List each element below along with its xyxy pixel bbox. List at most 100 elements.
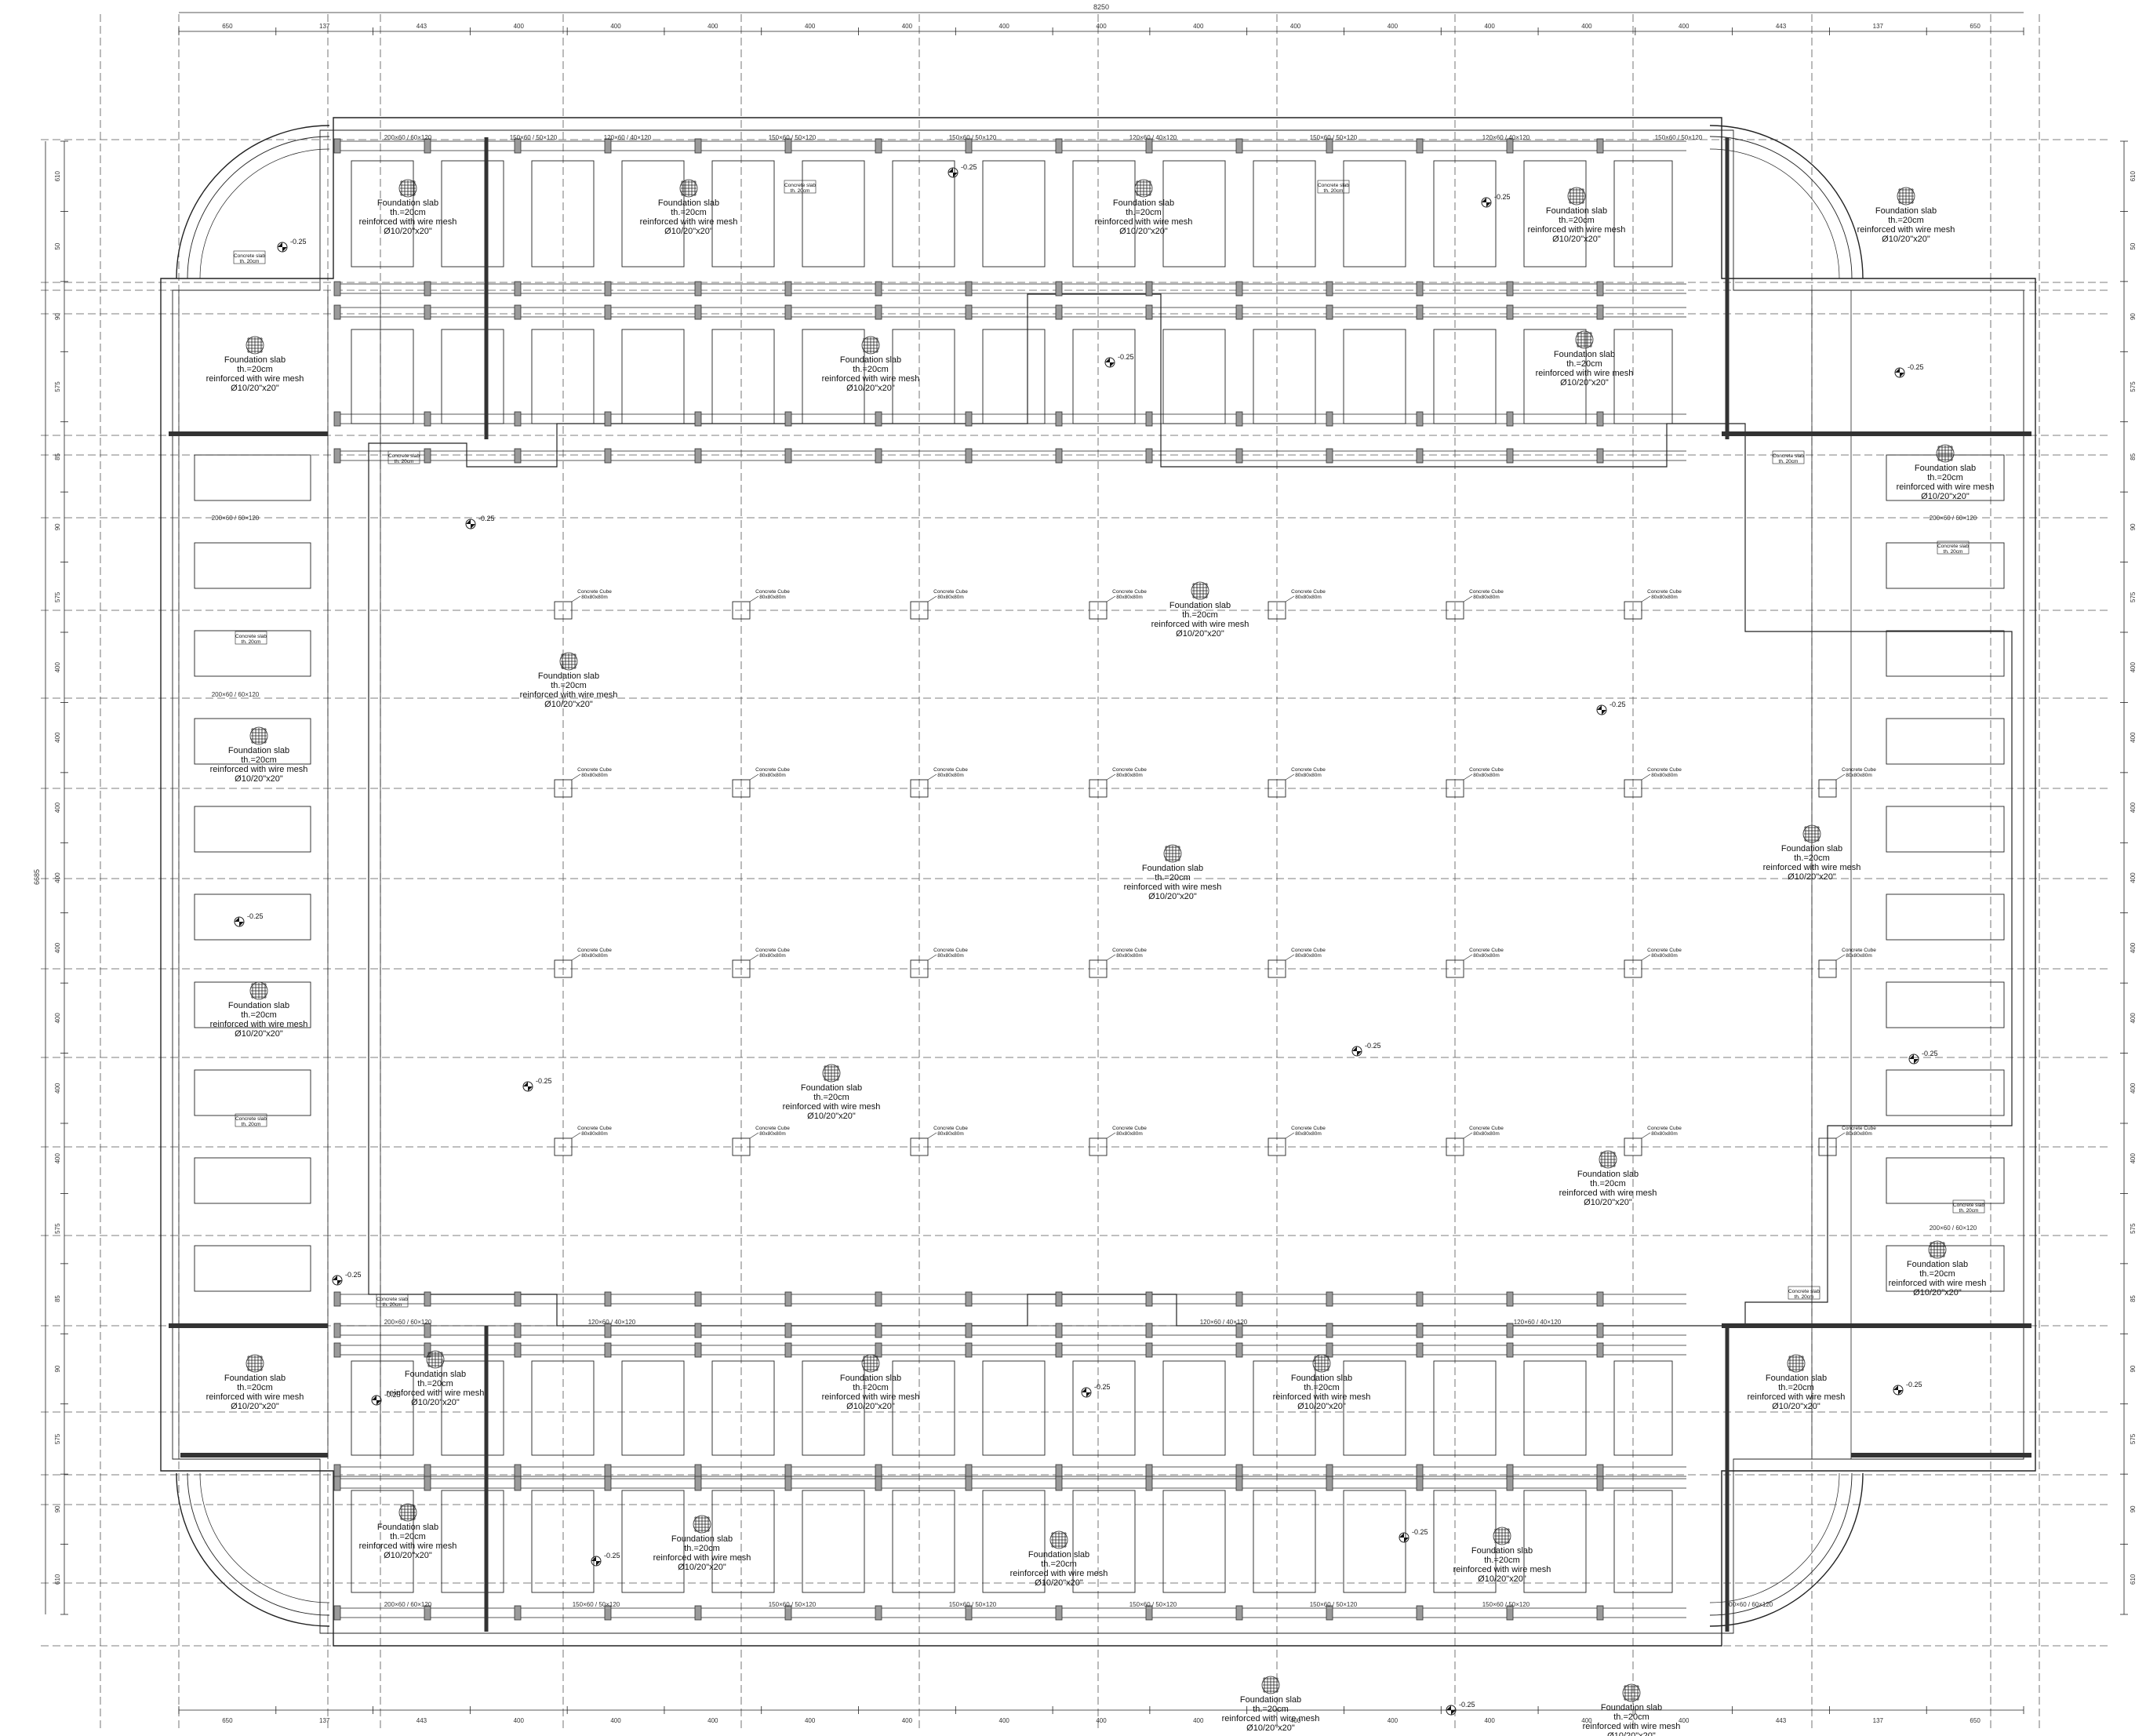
slab-label-line: Ø10/20"x20" xyxy=(235,774,283,784)
concrete-slab-callout-line: Concrete slab xyxy=(1937,544,1969,549)
slab-label-line: Ø10/20"x20" xyxy=(1913,1288,1962,1297)
column-pier xyxy=(424,304,431,320)
cube-label-line: Concrete Cube xyxy=(1647,767,1682,773)
level-marker-fill xyxy=(1446,1705,1456,1715)
corner-arc-wall xyxy=(176,125,330,279)
cube-leader xyxy=(1835,954,1846,961)
cube-label-line: 80x80x80m xyxy=(1116,773,1143,778)
slab-label-line: Foundation slab xyxy=(1875,206,1937,216)
slab-label-line: reinforced with wire mesh xyxy=(1095,217,1193,227)
dimension-value: 90 xyxy=(54,523,61,530)
slab-panel xyxy=(1343,1360,1406,1456)
slab-panel xyxy=(1162,1490,1226,1593)
column-pier xyxy=(1596,1476,1604,1491)
column-pier xyxy=(1416,1323,1424,1338)
dimension-value: 610 xyxy=(2130,1574,2137,1585)
slab-label-line: Ø10/20"x20" xyxy=(807,1112,856,1121)
cube-leader xyxy=(927,1132,937,1139)
slab-label-line: th.=20cm xyxy=(1559,216,1595,225)
slab-label-line: th.=20cm xyxy=(1182,610,1218,620)
mesh-circle xyxy=(1575,330,1594,349)
dimension-value: 650 xyxy=(222,1717,233,1724)
concrete-cube xyxy=(1446,779,1464,798)
cube-leader xyxy=(1463,773,1473,781)
column-pier xyxy=(604,1323,612,1338)
level-value: -0.25 xyxy=(1412,1528,1428,1536)
cube-label-line: Concrete Cube xyxy=(577,948,612,953)
slab-label-line: reinforced with wire mesh xyxy=(210,1020,308,1029)
dimension-value: 400 xyxy=(54,802,61,813)
cube-label-line: Concrete Cube xyxy=(1469,767,1504,773)
slab-panel xyxy=(1886,893,2005,941)
column-pier xyxy=(333,138,341,154)
beam-label: 150×60 / 50×120 xyxy=(949,134,997,141)
column-pier xyxy=(784,1342,792,1358)
slab-label-line: Foundation slab xyxy=(1169,601,1231,610)
slab-panel xyxy=(441,1360,504,1456)
concrete-cube xyxy=(1446,1137,1464,1156)
cube-label-line: Concrete Cube xyxy=(1469,1126,1504,1131)
concrete-cube xyxy=(1268,959,1286,978)
concrete-cube xyxy=(1818,1137,1837,1156)
slab-label-line: Ø10/20"x20" xyxy=(1119,227,1168,236)
dimension-value: 137 xyxy=(319,23,330,30)
column-pier xyxy=(514,1291,522,1307)
concrete-slab-callout-box xyxy=(1788,1286,1820,1300)
slab-label-line: th.=20cm xyxy=(1484,1556,1520,1565)
level-value: -0.25 xyxy=(345,1271,362,1279)
slab-panel xyxy=(1072,329,1136,424)
mesh-circle xyxy=(426,1350,445,1369)
column-pier xyxy=(424,1323,431,1338)
cube-leader xyxy=(749,954,759,961)
concrete-slab-callout-box xyxy=(1952,1199,1985,1214)
column-pier xyxy=(694,411,702,427)
level-marker-fill xyxy=(1352,1046,1362,1056)
cube-label-line: 80x80x80m xyxy=(937,1131,964,1137)
column-pier xyxy=(604,138,612,154)
cube-label-line: Concrete Cube xyxy=(1112,948,1147,953)
cube-leader xyxy=(1285,1132,1295,1139)
level-marker-fill xyxy=(1895,368,1904,377)
wire-mesh-symbol xyxy=(1134,179,1153,198)
level-marker-fill xyxy=(1909,1054,1919,1064)
slab-panel xyxy=(1253,1490,1316,1593)
slab-label-line: th.=20cm xyxy=(1126,208,1162,217)
column-pier xyxy=(1145,1323,1153,1338)
cube-leader xyxy=(1835,773,1846,781)
dimension-value: 610 xyxy=(54,170,61,181)
beam-label: 150×60 / 50×120 xyxy=(1129,1601,1177,1608)
slab-label-line: reinforced with wire mesh xyxy=(359,217,457,227)
column-pier xyxy=(514,1323,522,1338)
slab-panel xyxy=(1523,1360,1587,1456)
concrete-slab-callout-line: Concrete slab xyxy=(235,634,267,639)
wire-mesh-symbol xyxy=(1622,1683,1641,1702)
corner-arc-beam xyxy=(187,136,330,279)
beam-label: 150×60 / 50×120 xyxy=(769,134,817,141)
slab-label-line: th.=20cm xyxy=(237,365,273,374)
slab-label-line: th.=20cm xyxy=(237,1383,273,1392)
mesh-circle xyxy=(1622,1683,1641,1702)
slab-label-line: Ø10/20"x20" xyxy=(1607,1731,1656,1736)
concrete-slab-callout-box xyxy=(1937,540,1970,555)
slab-panel xyxy=(892,1490,955,1593)
cube-label-line: 80x80x80m xyxy=(759,595,786,600)
slab-label-line: reinforced with wire mesh xyxy=(653,1553,751,1563)
dimension-value: 443 xyxy=(416,23,427,30)
slab-panel xyxy=(711,160,775,267)
wire-mesh-symbol xyxy=(679,179,698,198)
dimension-value: 575 xyxy=(2130,591,2137,602)
column-pier xyxy=(1416,281,1424,297)
slab-label-line: Foundation slab xyxy=(1766,1374,1827,1383)
column-pier xyxy=(784,1291,792,1307)
column-pier xyxy=(1416,448,1424,464)
cube-label-line: Concrete Cube xyxy=(1469,948,1504,953)
mesh-circle xyxy=(861,1354,880,1373)
column-pier xyxy=(1416,304,1424,320)
level-marker-fill xyxy=(523,1082,533,1091)
wire-mesh-symbol xyxy=(861,1354,880,1373)
mesh-circle xyxy=(1936,444,1955,463)
cube-label-line: Concrete Cube xyxy=(1469,589,1504,595)
dimension-value: 575 xyxy=(54,591,61,602)
cube-label-line: 80x80x80m xyxy=(581,1131,608,1137)
